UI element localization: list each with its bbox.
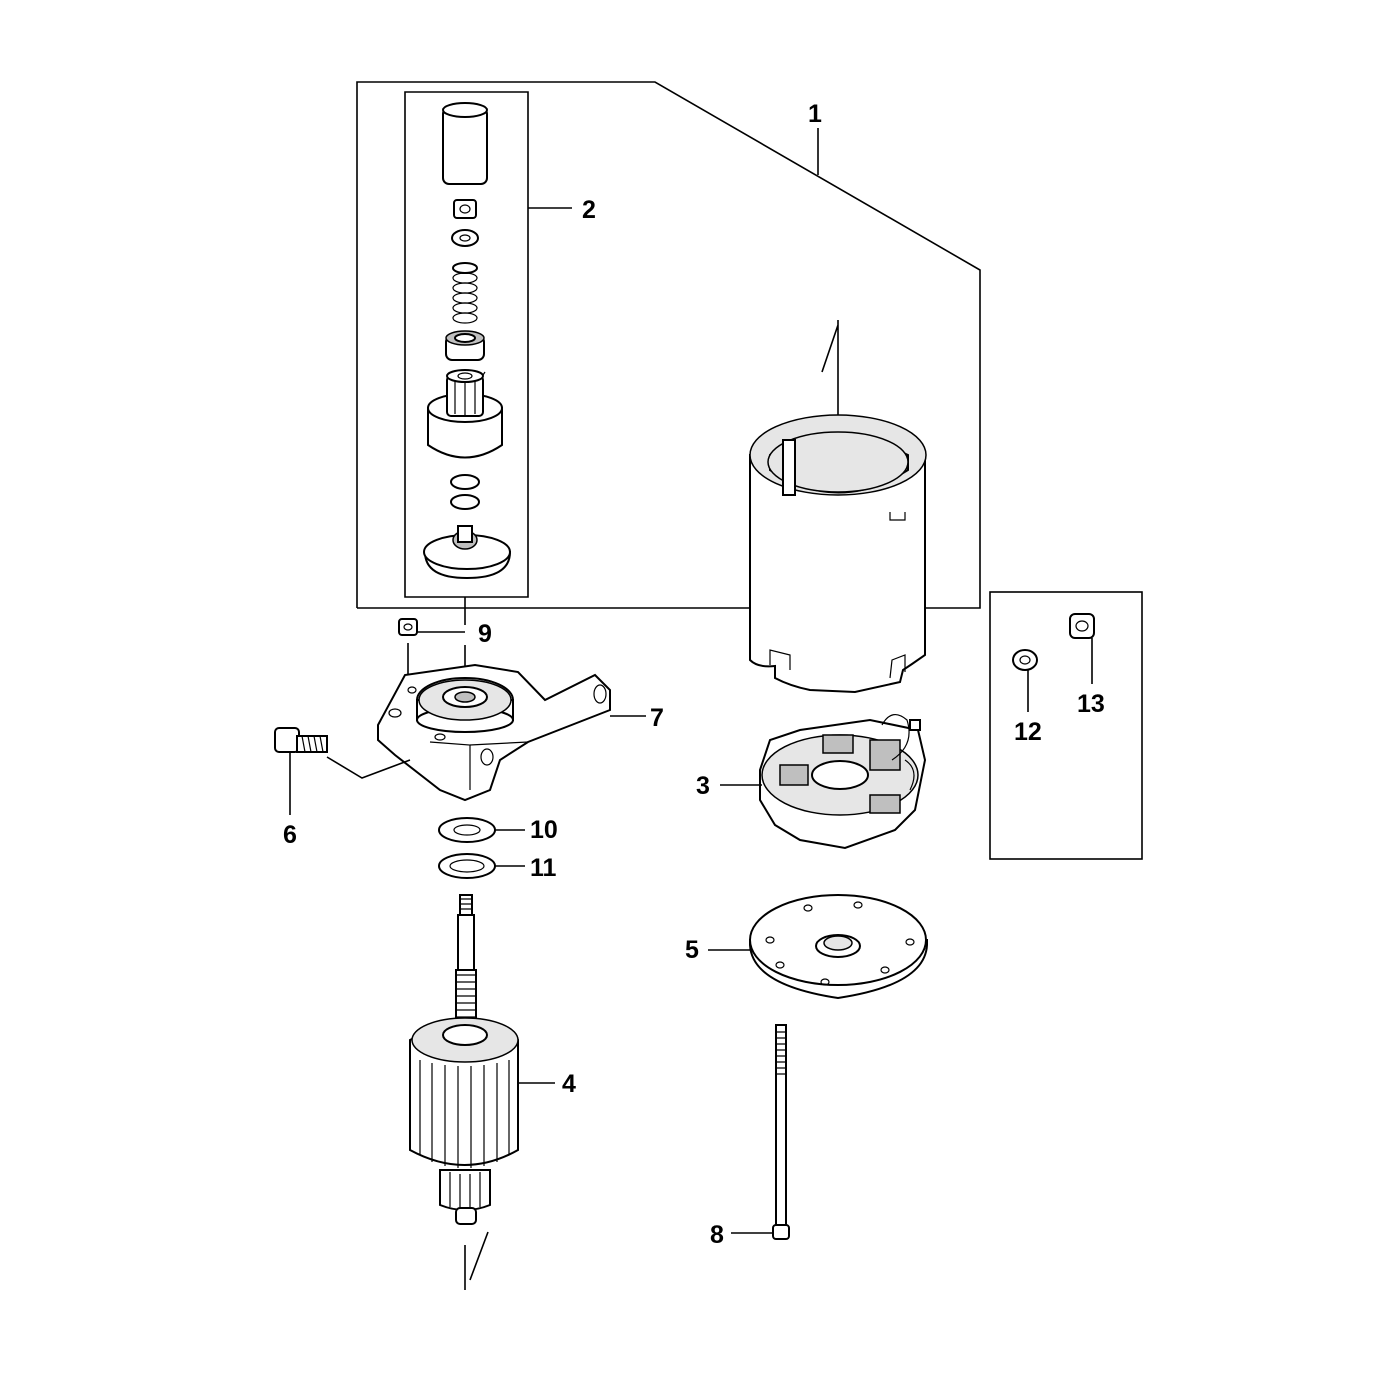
- callout-7: 7: [650, 704, 664, 732]
- hardware-kit-box: [989, 591, 1143, 860]
- drive-cap: [442, 102, 488, 185]
- callout-10: 10: [530, 816, 558, 844]
- callout-1: 1: [808, 100, 822, 128]
- drive-nut: [453, 199, 477, 219]
- callout-13: 13: [1077, 690, 1105, 718]
- nut-item-13: [1069, 613, 1095, 684]
- nut-item-9: [398, 618, 465, 690]
- washer-item-10: [438, 817, 525, 843]
- callout-2: 2: [582, 196, 596, 224]
- callout-11: 11: [530, 854, 557, 882]
- drive-ring-lower: [450, 494, 480, 510]
- callout-5: 5: [685, 936, 699, 964]
- callout-4: 4: [562, 1070, 576, 1098]
- drive-spring: [452, 262, 478, 324]
- callout-12: 12: [1014, 718, 1042, 746]
- callout-9: 9: [478, 620, 492, 648]
- washer-item-11: [438, 853, 525, 879]
- drive-retainer: [423, 525, 512, 580]
- callout-8: 8: [710, 1221, 724, 1249]
- mounting-bracket: [377, 663, 646, 802]
- callout-6: 6: [283, 821, 297, 849]
- washer-item-12: [1012, 649, 1038, 712]
- bolt-item-6: [274, 727, 411, 815]
- through-bolt: [731, 1024, 790, 1240]
- drive-kit-bracket: [404, 91, 529, 598]
- drive-kit-group: [404, 91, 572, 598]
- drive-ring-upper: [450, 474, 480, 490]
- callout-3: 3: [696, 772, 710, 800]
- pinion-gear: [427, 369, 503, 459]
- armature: [409, 894, 555, 1290]
- drive-washer: [451, 229, 479, 247]
- end-plate: [708, 894, 928, 1000]
- drive-collar: [445, 330, 485, 361]
- motor-housing: [749, 128, 927, 694]
- brush-holder: [720, 714, 927, 850]
